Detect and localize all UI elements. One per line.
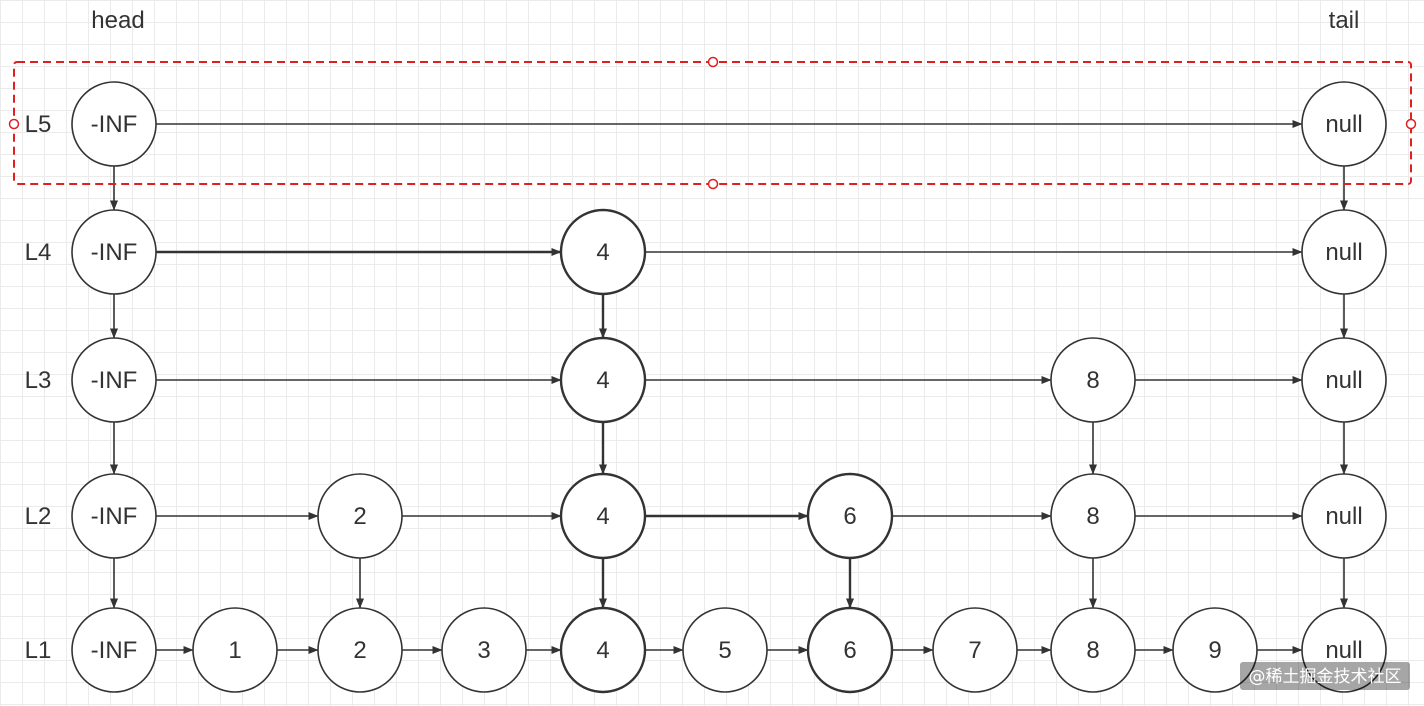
node-label: null bbox=[1325, 111, 1362, 138]
resize-handle-left[interactable] bbox=[8, 118, 20, 130]
node-l1-neg-inf[interactable]: -INF bbox=[71, 607, 157, 693]
node-circle bbox=[682, 607, 768, 693]
node-l3-8[interactable]: 8 bbox=[1050, 337, 1136, 423]
node-circle bbox=[806, 472, 894, 560]
node-circle bbox=[1301, 81, 1387, 167]
node-label: 8 bbox=[1086, 367, 1099, 394]
node-l1-1[interactable]: 1 bbox=[192, 607, 278, 693]
node-label: -INF bbox=[91, 367, 138, 394]
node-l2-6[interactable]: 6 bbox=[806, 472, 894, 560]
node-circle bbox=[71, 81, 157, 167]
node-l1-6[interactable]: 6 bbox=[806, 606, 894, 694]
node-label: -INF bbox=[91, 503, 138, 530]
tail-label: tail bbox=[1329, 7, 1360, 34]
node-label: 7 bbox=[968, 637, 981, 664]
node-circle bbox=[71, 209, 157, 295]
node-label: 2 bbox=[353, 503, 366, 530]
node-label: null bbox=[1325, 637, 1362, 664]
node-circle bbox=[441, 607, 527, 693]
node-label: 6 bbox=[843, 503, 856, 530]
node-label: null bbox=[1325, 503, 1362, 530]
node-l3-neg-inf[interactable]: -INF bbox=[71, 337, 157, 423]
node-l4-4[interactable]: 4 bbox=[559, 208, 647, 296]
level-label-l1: L1 bbox=[25, 637, 52, 664]
node-circle bbox=[806, 606, 894, 694]
node-circle bbox=[1301, 337, 1387, 423]
selection-box[interactable] bbox=[8, 56, 1417, 190]
node-l1-4[interactable]: 4 bbox=[559, 606, 647, 694]
node-circle bbox=[1301, 473, 1387, 559]
node-label: 5 bbox=[718, 637, 731, 664]
watermark: @稀土掘金技术社区 bbox=[1240, 662, 1410, 690]
node-circle bbox=[317, 473, 403, 559]
node-label: 1 bbox=[228, 637, 241, 664]
node-circle bbox=[559, 472, 647, 560]
level-label-l3: L3 bbox=[25, 367, 52, 394]
node-circle bbox=[559, 606, 647, 694]
node-l1-null[interactable]: null bbox=[1301, 607, 1387, 693]
node-label: 8 bbox=[1086, 503, 1099, 530]
resize-handle-top[interactable] bbox=[707, 56, 719, 68]
node-l1-9[interactable]: 9 bbox=[1172, 607, 1258, 693]
level-label-l4: L4 bbox=[25, 239, 52, 266]
node-circle bbox=[192, 607, 278, 693]
node-l5-neg-inf[interactable]: -INF bbox=[71, 81, 157, 167]
node-layer: -INF null -INF 4 null -INF 4 8 null -INF 2 4 6 8 null -… bbox=[71, 81, 1387, 694]
node-l1-8[interactable]: 8 bbox=[1050, 607, 1136, 693]
node-circle bbox=[1050, 337, 1136, 423]
node-label: -INF bbox=[91, 239, 138, 266]
node-circle bbox=[1050, 607, 1136, 693]
watermark-text: @稀土掘金技术社区 bbox=[1249, 667, 1402, 687]
node-l4-neg-inf[interactable]: -INF bbox=[71, 209, 157, 295]
node-label: null bbox=[1325, 367, 1362, 394]
node-l2-null[interactable]: null bbox=[1301, 473, 1387, 559]
node-label: 3 bbox=[477, 637, 490, 664]
node-circle bbox=[559, 336, 647, 424]
node-circle bbox=[317, 607, 403, 693]
node-label: 8 bbox=[1086, 637, 1099, 664]
node-label: -INF bbox=[91, 637, 138, 664]
node-label: null bbox=[1325, 239, 1362, 266]
node-label: 4 bbox=[596, 239, 609, 266]
node-circle bbox=[71, 607, 157, 693]
level-label-l2: L2 bbox=[25, 503, 52, 530]
level-label-l5: L5 bbox=[25, 111, 52, 138]
node-circle bbox=[71, 473, 157, 559]
node-l5-null[interactable]: null bbox=[1301, 81, 1387, 167]
node-l2-4[interactable]: 4 bbox=[559, 472, 647, 560]
head-label: head bbox=[91, 7, 144, 34]
node-circle bbox=[1050, 473, 1136, 559]
node-l2-8[interactable]: 8 bbox=[1050, 473, 1136, 559]
node-circle bbox=[559, 208, 647, 296]
selection-outline bbox=[13, 61, 1412, 185]
node-label: 4 bbox=[596, 637, 609, 664]
node-l1-3[interactable]: 3 bbox=[441, 607, 527, 693]
node-label: 9 bbox=[1208, 637, 1221, 664]
node-circle bbox=[1301, 607, 1387, 693]
node-l2-2[interactable]: 2 bbox=[317, 473, 403, 559]
node-l3-4[interactable]: 4 bbox=[559, 336, 647, 424]
node-circle bbox=[1301, 209, 1387, 295]
node-l4-null[interactable]: null bbox=[1301, 209, 1387, 295]
edge-layer bbox=[110, 120, 1348, 654]
node-label: 4 bbox=[596, 503, 609, 530]
resize-handle-bottom[interactable] bbox=[707, 178, 719, 190]
resize-handle-right[interactable] bbox=[1405, 118, 1417, 130]
node-label: -INF bbox=[91, 111, 138, 138]
node-circle bbox=[1172, 607, 1258, 693]
node-l2-neg-inf[interactable]: -INF bbox=[71, 473, 157, 559]
node-label: 6 bbox=[843, 637, 856, 664]
node-l1-7[interactable]: 7 bbox=[932, 607, 1018, 693]
node-label: 4 bbox=[596, 367, 609, 394]
node-circle bbox=[932, 607, 1018, 693]
node-l1-2[interactable]: 2 bbox=[317, 607, 403, 693]
node-label: 2 bbox=[353, 637, 366, 664]
node-l3-null[interactable]: null bbox=[1301, 337, 1387, 423]
node-circle bbox=[71, 337, 157, 423]
node-l1-5[interactable]: 5 bbox=[682, 607, 768, 693]
